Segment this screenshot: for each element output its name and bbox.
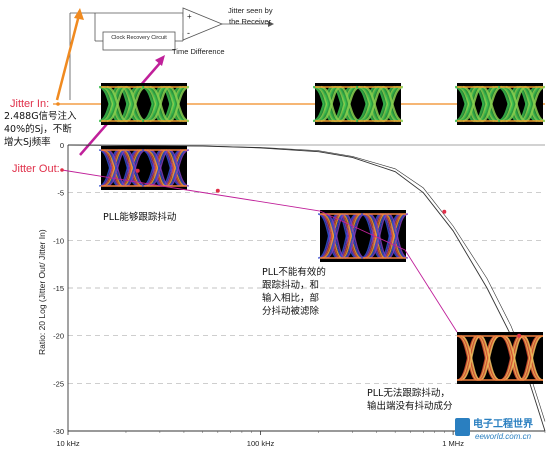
x-tick-label: 100 kHz: [247, 439, 275, 448]
eye-trace: [345, 213, 366, 259]
eye-trace: [523, 335, 544, 381]
jitter-out-point: [442, 209, 447, 214]
watermark-cn: 电子工程世界: [473, 417, 533, 430]
jitter-in-desc-line: 增大Sj频率: [4, 137, 51, 148]
note-partial-line: 分抖动被滤除: [262, 306, 320, 317]
watermark: 电子工程世界 eeworld.com.cn: [455, 417, 533, 441]
y-axis-label: Ratio: 20 Log (Jitter Out/ Jitter In): [37, 229, 47, 355]
eye-trace: [106, 85, 127, 123]
eye-trace: [368, 213, 389, 259]
note-pll-tracks: PLL能够跟踪抖动: [103, 212, 177, 223]
y-tick-label: -10: [53, 236, 64, 245]
eye-trace: [101, 149, 123, 187]
jitter-in-label: Jitter In:: [10, 98, 50, 110]
difference-amplifier: [182, 7, 224, 41]
note-pll-partial: PLL不能有效的 跟踪抖动，和 输入相比，部 分抖动被滤除: [262, 266, 326, 318]
eye-diagrams: [98, 83, 546, 384]
note-partial-line: 跟踪抖动，和: [262, 280, 320, 291]
eye-trace: [503, 335, 524, 381]
minus-sign: -: [187, 28, 190, 38]
jitter-out-arrowhead: [155, 55, 165, 66]
time-difference-label: Time Difference: [172, 47, 225, 56]
eye-trace: [324, 213, 345, 259]
eye-diagram: [456, 332, 544, 384]
watermark-en: eeworld.com.cn: [475, 432, 532, 441]
eye-trace: [525, 85, 546, 123]
eye-trace: [480, 335, 501, 381]
chart: 0 -5 -10 -15 -20 -25 -30 10 kHz 100 kHz 1 MHz: [53, 141, 546, 448]
eye-trace: [322, 213, 343, 259]
jitter-out-label: Jitter Out:: [12, 163, 60, 175]
eye-trace: [149, 149, 170, 187]
eye-trace: [325, 213, 346, 259]
y-tick-label: -25: [53, 379, 64, 388]
eye-trace: [362, 213, 383, 259]
plus-sign: +: [187, 12, 192, 21]
x-tick-label: 1 MHz: [442, 439, 464, 448]
jitter-out-point: [135, 168, 140, 173]
eye-trace: [100, 149, 121, 187]
jitter-out-dot: [60, 168, 64, 172]
jitter-out-path: [60, 168, 522, 338]
eye-trace: [360, 213, 381, 259]
eye-trace: [363, 85, 384, 123]
eye-diagram: [317, 210, 409, 262]
eye-trace: [365, 213, 386, 259]
y-tick-label: -30: [53, 427, 64, 436]
note-partial-line: 输入相比，部: [262, 293, 320, 304]
receiver-label: Jitter seen by the Receiver: [228, 6, 275, 26]
note-pll-no-track: PLL无法跟踪抖动， 输出端没有抖动成分: [367, 387, 453, 413]
note-partial-line: PLL不能有效的: [262, 267, 326, 278]
note-no-track-line: PLL无法跟踪抖动，: [367, 388, 450, 399]
eye-trace: [148, 149, 169, 187]
amp-out-arrow: [268, 21, 274, 27]
eye-trace: [460, 335, 481, 381]
jitter-out-point: [215, 188, 220, 193]
eye-trace: [319, 213, 340, 259]
jitter-in-arrowhead: [74, 8, 84, 20]
eye-trace: [320, 213, 342, 259]
y-tick-label: -15: [53, 284, 64, 293]
y-tick-label: 0: [60, 141, 64, 150]
eye-trace: [141, 149, 162, 187]
jitter-in-dot: [56, 102, 60, 106]
eye-trace: [149, 85, 170, 123]
eye-diagram: [312, 83, 404, 125]
eye-trace: [343, 213, 364, 259]
eye-trace: [383, 85, 404, 123]
eye-trace: [462, 85, 483, 123]
eye-trace: [98, 149, 119, 187]
eye-trace: [317, 213, 338, 259]
note-no-track-line: 输出端没有抖动成分: [367, 401, 453, 412]
jitter-in-desc-line: 2.488G信号注入: [4, 111, 77, 122]
eye-trace: [169, 85, 190, 123]
eye-trace: [388, 213, 409, 259]
eye-trace: [146, 149, 167, 187]
eye-diagram: [98, 146, 190, 190]
clock-recovery-label: Clock Recovery Circuit: [111, 35, 167, 41]
eye-trace: [367, 213, 388, 259]
jitter-out-point: [517, 333, 522, 338]
eye-diagram: [454, 83, 546, 125]
y-tick-label: -5: [57, 189, 64, 198]
eye-trace: [143, 149, 164, 187]
eye-trace: [105, 149, 126, 187]
eye-trace: [169, 149, 190, 187]
jitter-in-arrow: [55, 14, 81, 101]
watermark-logo: [455, 418, 470, 436]
jitter-in-desc-line: 40%的Sj，不断: [4, 124, 72, 135]
block-diagram: Clock Recovery Circuit + - Jitter seen b…: [69, 6, 275, 100]
eye-diagram: [98, 83, 190, 125]
jitter-in-description: 2.488G信号注入 40%的Sj，不断 增大Sj频率: [4, 110, 77, 149]
y-tick-label: -20: [53, 332, 64, 341]
eye-trace: [144, 149, 166, 187]
jitter-out-connector: [61, 169, 458, 333]
eye-trace: [386, 213, 407, 259]
eye-trace: [505, 85, 526, 123]
eye-trace: [103, 149, 124, 187]
eye-trace: [106, 149, 127, 187]
eye-trace: [320, 85, 341, 123]
x-tick-label: 10 kHz: [56, 439, 80, 448]
